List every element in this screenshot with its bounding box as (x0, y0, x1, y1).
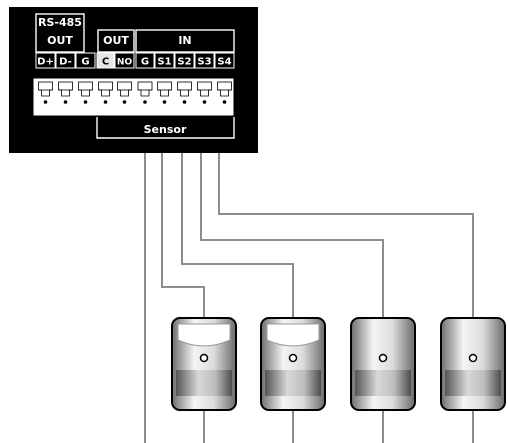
terminal-label-dplus: D+ (37, 57, 54, 68)
wires (144, 98, 474, 443)
wire-s1 (161, 98, 205, 443)
terminal-label-dminus: D- (59, 57, 72, 68)
sensor-window (265, 370, 321, 396)
terminal-cell-s2 (174, 52, 195, 69)
sensor-lens (199, 353, 209, 363)
terminal-notch (58, 89, 73, 97)
terminal-screw (103, 100, 108, 104)
in-frame (135, 29, 235, 53)
terminal-notch (78, 89, 93, 97)
rs485-frame (35, 13, 85, 53)
terminal-cell-s4 (214, 52, 235, 69)
rs485-out-label: OUT (47, 34, 73, 47)
pir-sensor (440, 317, 506, 411)
sensor-bracket (96, 117, 235, 139)
terminal-notch (177, 89, 192, 97)
terminal-screw (222, 100, 227, 104)
sensor-row (171, 317, 506, 411)
in-label: IN (178, 34, 191, 47)
pir-sensor (350, 317, 416, 411)
rs485-label: RS-485 (38, 16, 82, 29)
terminal-tab (177, 81, 192, 91)
pir-sensor (260, 317, 326, 411)
sensor-lens (288, 353, 298, 363)
terminal-cell-c (96, 52, 115, 69)
terminal-cell-s1 (154, 52, 175, 69)
terminal-cell-s3 (194, 52, 215, 69)
sensor-window (176, 370, 232, 396)
terminal-screws (38, 81, 232, 104)
terminal-screw (83, 100, 88, 104)
terminal-label-s3: S3 (197, 57, 211, 68)
terminal-screw (202, 100, 207, 104)
terminal-label-no: NO (117, 58, 133, 68)
terminal-tab (137, 81, 153, 91)
sensor-lens (378, 353, 388, 363)
terminal-screw (63, 100, 68, 104)
pir-sensor (171, 317, 237, 411)
terminal-label-c: C (102, 57, 109, 68)
terminal-notch (217, 89, 232, 97)
terminal-screw (43, 100, 48, 104)
terminal-screw (122, 100, 127, 104)
terminal-tab (217, 81, 232, 91)
sensor-cap (266, 323, 320, 347)
terminal-notch (98, 89, 113, 97)
terminal-tab (98, 81, 113, 91)
wire-s3 (200, 98, 384, 443)
terminal-notch (117, 89, 132, 97)
out-frame (97, 29, 135, 53)
terminal-screw (162, 100, 167, 104)
terminal-screw (182, 100, 187, 104)
terminal-tab (157, 81, 172, 91)
terminal-notch (157, 89, 172, 97)
terminal-cell-no (114, 52, 135, 69)
terminal-label-s2: S2 (177, 57, 191, 68)
terminal-notch (38, 89, 53, 97)
terminal-notch (138, 89, 152, 97)
terminal-tab (117, 81, 132, 91)
terminal-screw (143, 100, 147, 104)
sensor-lens (468, 353, 478, 363)
terminal-notch (197, 89, 212, 97)
sensor-window (445, 370, 501, 396)
terminal-tab (197, 81, 212, 91)
terminal-cell-g1 (75, 52, 96, 69)
terminal-tab (58, 81, 73, 91)
wire-s4 (218, 98, 474, 443)
control-panel: RS-485 OUT OUT IN D+ D- G C NO G S1 S2 S… (9, 7, 258, 153)
terminal-cell-dminus (55, 52, 76, 69)
terminal-cell-g2 (135, 52, 155, 69)
sensor-body (350, 317, 416, 411)
terminal-label-s1: S1 (157, 57, 171, 68)
sensor-bracket-label: Sensor (144, 123, 187, 136)
terminal-label-g2: G (141, 57, 149, 68)
terminal-label-s4: S4 (217, 57, 231, 68)
sensor-body (440, 317, 506, 411)
terminal-block (32, 77, 235, 117)
terminal-cell-dplus (35, 52, 56, 69)
terminal-tab (38, 81, 53, 91)
wire-s2 (181, 98, 294, 443)
terminal-name-row: D+ D- G C NO G S1 S2 S3 S4 (35, 52, 235, 69)
out-label: OUT (103, 34, 129, 47)
terminal-tab (78, 81, 93, 91)
sensor-window (355, 370, 411, 396)
terminal-label-g1: G (81, 57, 89, 68)
sensor-cap (177, 323, 231, 347)
